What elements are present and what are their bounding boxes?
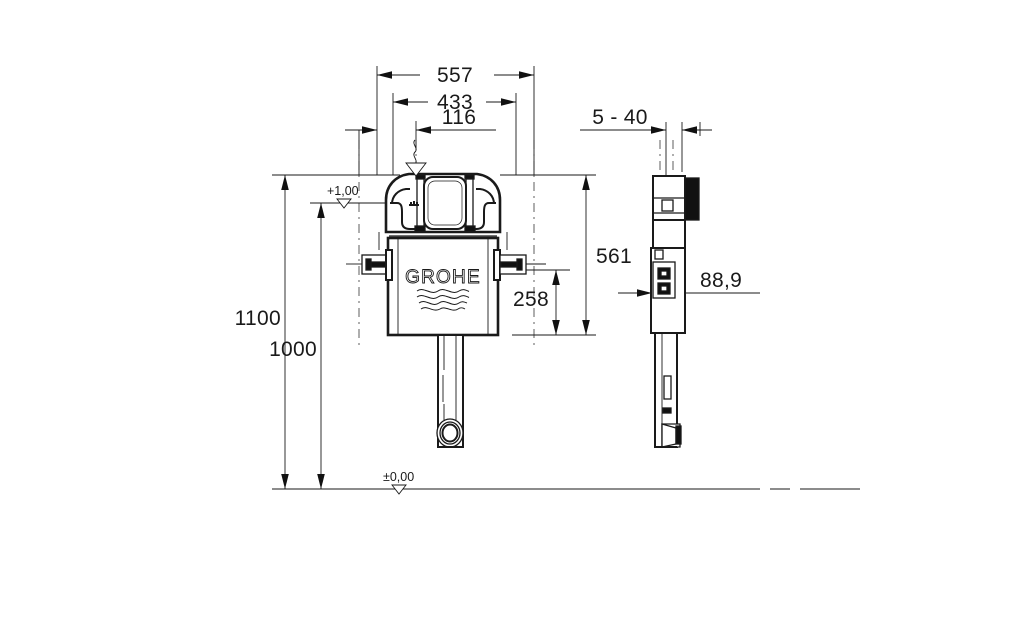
front-view-cistern-body: GROHE <box>346 232 546 337</box>
shroud-bevel-right <box>476 188 495 205</box>
dimension-group-horizontal-top: 557 433 116 <box>345 64 535 175</box>
extension-lines-top <box>358 66 535 175</box>
mounting-stud-right <box>493 249 546 281</box>
dim-5-40: 5 - 40 <box>580 106 712 178</box>
dim-1000: 1000 <box>269 203 325 489</box>
side-actuation-plate-outline <box>684 177 700 221</box>
shroud-rib-right <box>466 202 496 230</box>
dim-88-9-label: 88,9 <box>700 269 742 292</box>
dim-1000-label: 1000 <box>269 338 317 361</box>
dim-433-label: 433 <box>437 91 473 114</box>
cistern-body-outline <box>386 236 500 337</box>
dim-1100: 1100 <box>235 175 289 489</box>
dim-561-label: 561 <box>596 245 632 268</box>
plate-post-right <box>465 176 474 230</box>
dim-557-label: 557 <box>437 64 473 87</box>
side-actuation-plate <box>685 178 699 220</box>
side-housing-mid <box>652 219 686 249</box>
dim-258: 258 <box>513 270 560 335</box>
dim-5-40-label: 5 - 40 <box>592 106 648 129</box>
front-view-actuation-assembly <box>384 139 502 237</box>
mounting-stud-left <box>346 249 393 281</box>
shroud-rib-left <box>390 202 420 230</box>
dim-561: 561 <box>582 175 632 335</box>
shroud-hatch-marks <box>409 201 419 206</box>
side-leg-tab <box>662 407 672 414</box>
level-marker-zero: ±0,00 <box>383 470 414 495</box>
shroud-bevel-left <box>391 188 410 205</box>
dim-1100-label: 1100 <box>235 307 281 330</box>
level-zero-label: ±0,00 <box>383 470 414 484</box>
dim-557: 557 <box>377 64 534 87</box>
dimension-group-vertical-left: 1100 1000 +1,00 ±0,00 <box>235 174 860 495</box>
side-foot-pad <box>675 425 682 445</box>
flush-pipe-outlet <box>436 418 464 448</box>
side-view-assembly <box>650 140 700 448</box>
dim-tick-left-outer <box>345 126 377 134</box>
actuation-plate-opening <box>423 176 467 230</box>
dimension-group-vertical-right: 561 258 <box>500 174 632 336</box>
carrier-port <box>661 199 674 212</box>
plate-post-cap-right <box>464 174 475 180</box>
dim-433: 433 <box>393 91 516 114</box>
dim-116: 116 <box>416 106 496 134</box>
plate-callout-symbol <box>405 139 427 177</box>
grohe-wave-mark <box>416 289 470 311</box>
front-view-flush-pipe <box>436 334 464 448</box>
grohe-wordmark: GROHE <box>405 267 481 288</box>
plate-post-left <box>416 176 425 230</box>
side-connector-boxes <box>652 261 676 299</box>
dim-258-label: 258 <box>513 288 549 311</box>
level-plus-one-label: +1,00 <box>327 184 359 198</box>
plate-post-cap-left <box>415 174 426 180</box>
side-leg-slot <box>663 375 672 400</box>
dim-88-9: 88,9 <box>618 269 760 297</box>
dim-116-label: 116 <box>442 106 476 129</box>
actuation-plate-inner-edge <box>427 180 463 226</box>
side-foot-bevel <box>661 423 677 448</box>
side-fitting-block <box>654 249 664 260</box>
side-view-construction-lines <box>659 140 674 176</box>
